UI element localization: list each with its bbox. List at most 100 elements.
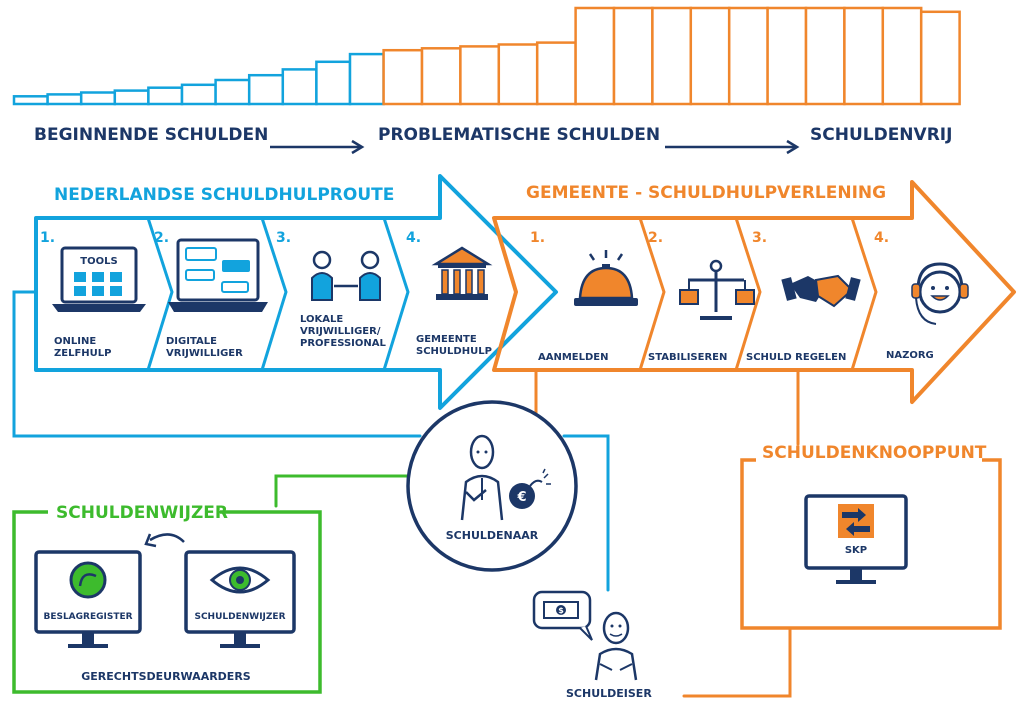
euro-symbol: €	[516, 490, 526, 505]
step-label-line: GEMEENTE	[416, 334, 477, 345]
monitor-skp: SKP	[804, 494, 908, 584]
step-number: 2.	[154, 230, 169, 246]
schuldeiser: $ SCHULDEISER	[532, 590, 652, 700]
service-bell-icon	[574, 250, 638, 306]
handshake-icon	[781, 274, 861, 308]
route-gemeente-step-4: 4. NAZORG	[874, 230, 969, 361]
route-gemeente-title: GEMEENTE - SCHULDHULPVERLENING	[526, 183, 886, 203]
step-label-line: VRIJWILLIGER/	[300, 326, 381, 337]
phase-line: BEGINNENDE SCHULDEN PROBLEMATISCHE SCHUL…	[34, 125, 952, 155]
step-label: NAZORG	[886, 350, 934, 361]
step-label: AANMELDEN	[538, 352, 609, 363]
step-label-line: SCHULDHULP	[416, 346, 492, 357]
step-label-line: ZELFHULP	[54, 348, 111, 359]
route-gemeente-step-2: 2. STABILISEREN	[648, 230, 755, 363]
schuldeiser-label: SCHULDEISER	[566, 687, 652, 700]
balance-scale-icon	[679, 259, 755, 320]
screen-label: SCHULDENWIJZER	[194, 612, 285, 622]
step-number: 3.	[276, 230, 291, 246]
staircase-orange-step-13	[843, 6, 885, 106]
staircase-blue-step-7	[214, 78, 251, 106]
exchange-arrows-icon	[838, 504, 874, 538]
staircase-orange-step-4	[497, 43, 539, 106]
tools-label: TOOLS	[80, 256, 117, 267]
schuldenaar-circle	[406, 400, 578, 572]
town-hall-icon	[431, 246, 493, 300]
staircase-blue-step-3	[79, 91, 117, 106]
money-bubble-icon: $	[532, 590, 593, 641]
phase-middle-label: PROBLEMATISCHE SCHULDEN	[378, 125, 660, 145]
schuldenwijzer-title: SCHULDENWIJZER	[56, 503, 228, 523]
euro-bomb-icon: €	[509, 468, 551, 509]
step-label-line: PROFESSIONAL	[300, 338, 386, 349]
staircase-orange-step-12	[804, 6, 846, 106]
dollar-symbol: $	[558, 606, 564, 615]
debt-staircase	[12, 6, 961, 106]
route-nl-step-1: 1. TOOLS ONLINE ZELFHULP	[40, 230, 146, 359]
staircase-orange-step-5	[535, 41, 577, 106]
staircase-blue-step-8	[247, 73, 285, 106]
staircase-orange-step-6	[574, 6, 616, 106]
person-thinking-icon	[460, 434, 504, 521]
route-gemeente-step-1: 1. AANMELDEN	[530, 230, 638, 363]
step-label-line: DIGITALE	[166, 336, 217, 347]
schuldenwijzer-box: SCHULDENWIJZER BESLAGREGISTER SCHULDENWI…	[12, 503, 322, 694]
schuldenwijzer-footer: GERECHTSDEURWAARDERS	[81, 670, 251, 683]
staircase-blue-step-9	[281, 68, 318, 106]
staircase-orange-step-7	[612, 6, 654, 106]
staircase-blue-step-5	[147, 86, 184, 106]
staircase-blue-step-11	[348, 52, 385, 106]
staircase-blue-step-4	[113, 89, 150, 106]
step-label: STABILISEREN	[648, 352, 727, 363]
step-number: 2.	[648, 230, 663, 246]
staircase-orange-step-15	[919, 10, 961, 106]
schuldenaar: € SCHULDENAAR	[406, 400, 578, 572]
step-number: 4.	[406, 230, 421, 246]
route-gemeente-arrow: GEMEENTE - SCHULDHULPVERLENING 1. AANMEL…	[492, 180, 1016, 404]
laptop-tools-icon: TOOLS	[52, 246, 146, 312]
route-gemeente-step-3: 3. SCHULD REGELEN	[746, 230, 861, 363]
staircase-orange-step-2	[420, 47, 462, 106]
knooppunt-title: SCHULDENKNOOPPUNT	[762, 443, 987, 463]
step-number: 4.	[874, 230, 889, 246]
staircase-orange-step-1	[382, 48, 424, 106]
monitor-schuldenwijzer: SCHULDENWIJZER	[184, 550, 296, 648]
staircase-blue-step-2	[46, 93, 83, 106]
phase-end-label: SCHULDENVRIJ	[810, 125, 952, 145]
staircase-orange-step-3	[459, 45, 501, 106]
step-number: 1.	[530, 230, 545, 246]
phase-start-label: BEGINNENDE SCHULDEN	[34, 125, 268, 145]
screen-label: BESLAGREGISTER	[43, 612, 132, 622]
people-icon	[311, 250, 381, 301]
staircase-orange-step-10	[727, 6, 769, 106]
curved-arrow-icon	[149, 533, 185, 543]
step-number: 1.	[40, 230, 55, 246]
route-nl-title: NEDERLANDSE SCHULDHULPROUTE	[54, 185, 394, 205]
laptop-chat-icon	[168, 238, 268, 312]
monitor-beslagregister: BESLAGREGISTER	[34, 550, 142, 648]
schuldenaar-label: SCHULDENAAR	[446, 529, 539, 542]
route-nl-arrow: NEDERLANDSE SCHULDHULPROUTE 1. TOOLS ONL…	[34, 174, 558, 410]
staircase-orange-step-9	[689, 6, 731, 106]
schuldenknooppunt-box: SCHULDENKNOOPPUNT SKP	[740, 443, 1002, 630]
eye-icon	[209, 566, 271, 594]
register-icon	[69, 561, 107, 599]
person-icon	[594, 611, 638, 681]
route-nl-step-4: 4. GEMEENTE SCHULDHULP	[406, 230, 493, 357]
headset-smile-icon	[911, 262, 969, 325]
staircase-orange-step-8	[651, 6, 693, 106]
staircase-orange-step-11	[766, 6, 808, 106]
route-nl-step-2: 2. DIGITALE VRIJWILLIGER	[154, 230, 268, 359]
staircase-orange-step-14	[881, 6, 923, 106]
step-label: SCHULD REGELEN	[746, 352, 846, 363]
step-label-line: LOKALE	[300, 314, 343, 325]
staircase-blue-step-10	[315, 60, 352, 106]
step-number: 3.	[752, 230, 767, 246]
route-nl-step-3: 3. LOKALE VRIJWILLIGER/ PROFESSIONAL	[276, 230, 386, 349]
step-label-line: VRIJWILLIGER	[166, 348, 243, 359]
staircase-blue-step-6	[180, 83, 217, 106]
staircase-blue-step-1	[12, 95, 49, 106]
step-label-line: ONLINE	[54, 336, 96, 347]
